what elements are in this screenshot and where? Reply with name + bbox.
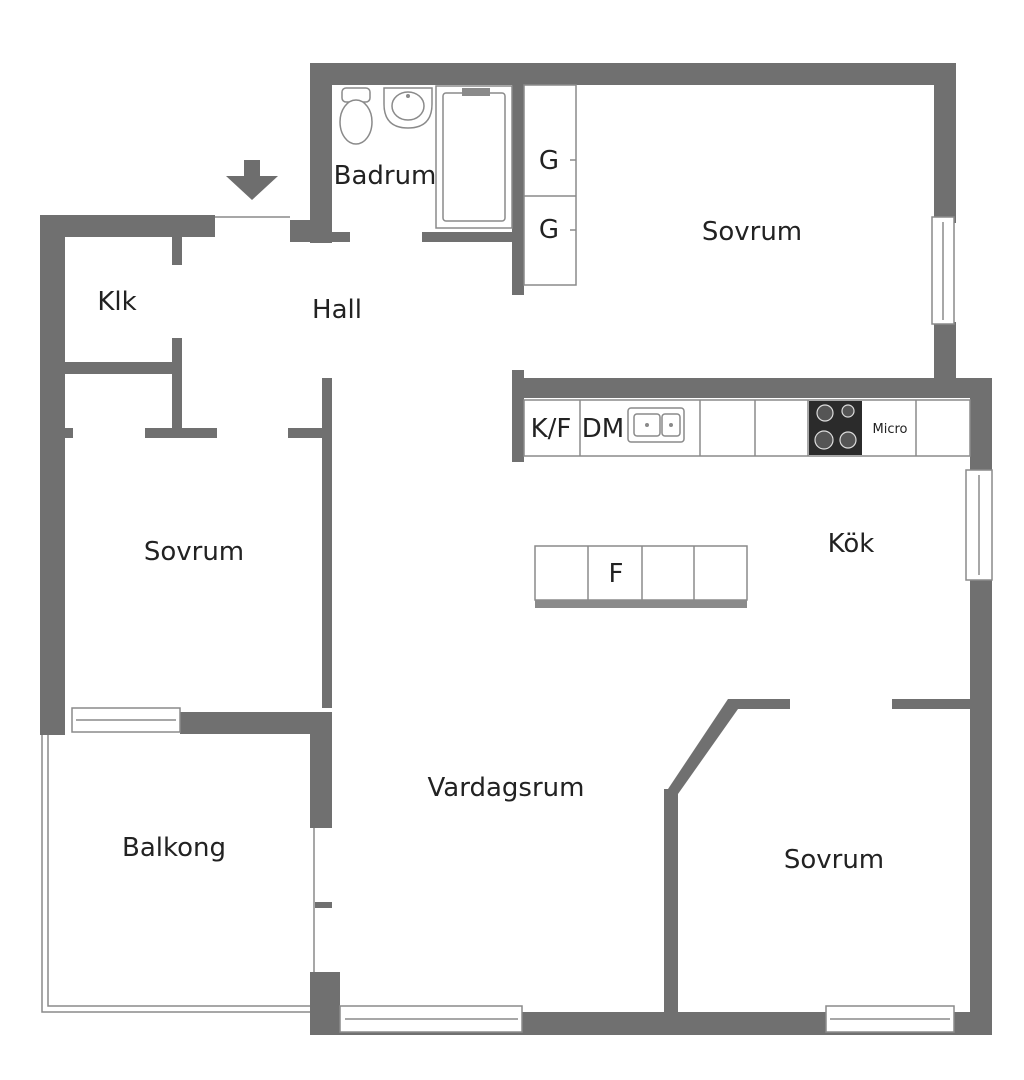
wall-kitchen-right-a	[970, 378, 992, 470]
room-label-kok: Kök	[828, 529, 875, 559]
wall-bedroom-bottom-left	[664, 789, 678, 1014]
fixture-label-g2: G	[539, 215, 559, 245]
wall-left-bedroom-top-a	[65, 428, 73, 438]
wall-bedroom-top-right-b	[934, 322, 956, 382]
room-label-sovrum-bottom: Sovrum	[784, 845, 884, 875]
wall-living-left-stub	[315, 902, 332, 908]
wall-bedroom-top-right	[934, 63, 956, 223]
wall-bedroom-bottom-top-a	[728, 699, 790, 709]
kitchen-island	[534, 545, 748, 608]
wall-left-outer	[40, 215, 65, 735]
wall-bedroom-bottom-top-b	[892, 699, 970, 709]
wall-left-bedroom-bottom	[180, 712, 332, 734]
fixture-label-g1: G	[539, 146, 559, 176]
wall-bath-bottom-a	[322, 232, 350, 242]
wall-kitchen-left-stub	[512, 370, 524, 462]
wall-bath-left-stub	[290, 220, 332, 242]
wall-bedroom-kitchen	[512, 378, 992, 398]
sink-icon	[383, 87, 433, 129]
room-label-vardagsrum: Vardagsrum	[428, 773, 585, 803]
wall-left-bedroom-top-c	[288, 428, 324, 438]
wall-bath-bottom-b	[422, 232, 522, 242]
wall-bedroom-bottom-diagonal	[668, 699, 738, 794]
room-label-balkong: Balkong	[122, 833, 226, 863]
fixture-label-dm: DM	[582, 414, 624, 444]
room-label-hall: Hall	[312, 295, 362, 325]
wall-klk-stub	[172, 237, 182, 265]
kitchen-sink-icon	[627, 407, 685, 443]
balcony-outline	[41, 735, 310, 1013]
fixture-label-micro: Micro	[873, 422, 908, 437]
stove-icon	[809, 401, 862, 455]
wall-klk-right	[172, 338, 182, 428]
wall-bath-left	[310, 63, 332, 243]
entrance-arrow-icon	[226, 160, 278, 200]
fixture-label-f: F	[609, 559, 624, 589]
kitchen-counter	[523, 399, 971, 457]
windows	[71, 216, 993, 1033]
wall-left-bedroom-right	[322, 378, 332, 708]
wall-klk-bottom	[65, 362, 182, 374]
room-label-badrum: Badrum	[334, 161, 437, 191]
wall-living-left	[310, 712, 332, 828]
wall-top-right	[310, 63, 956, 85]
wall-kitchen-right-b	[970, 580, 992, 1035]
room-label-sovrum-left: Sovrum	[144, 537, 244, 567]
wall-left-bedroom-top-b	[145, 428, 217, 438]
room-label-klk: Klk	[97, 287, 136, 317]
room-label-sovrum-top: Sovrum	[702, 217, 802, 247]
bathtub-icon	[435, 85, 513, 229]
toilet-icon	[339, 87, 373, 145]
wardrobes	[523, 84, 577, 286]
wall-bath-right	[512, 85, 524, 295]
fixture-label-kf: K/F	[531, 414, 572, 444]
wall-top-left	[40, 215, 215, 237]
